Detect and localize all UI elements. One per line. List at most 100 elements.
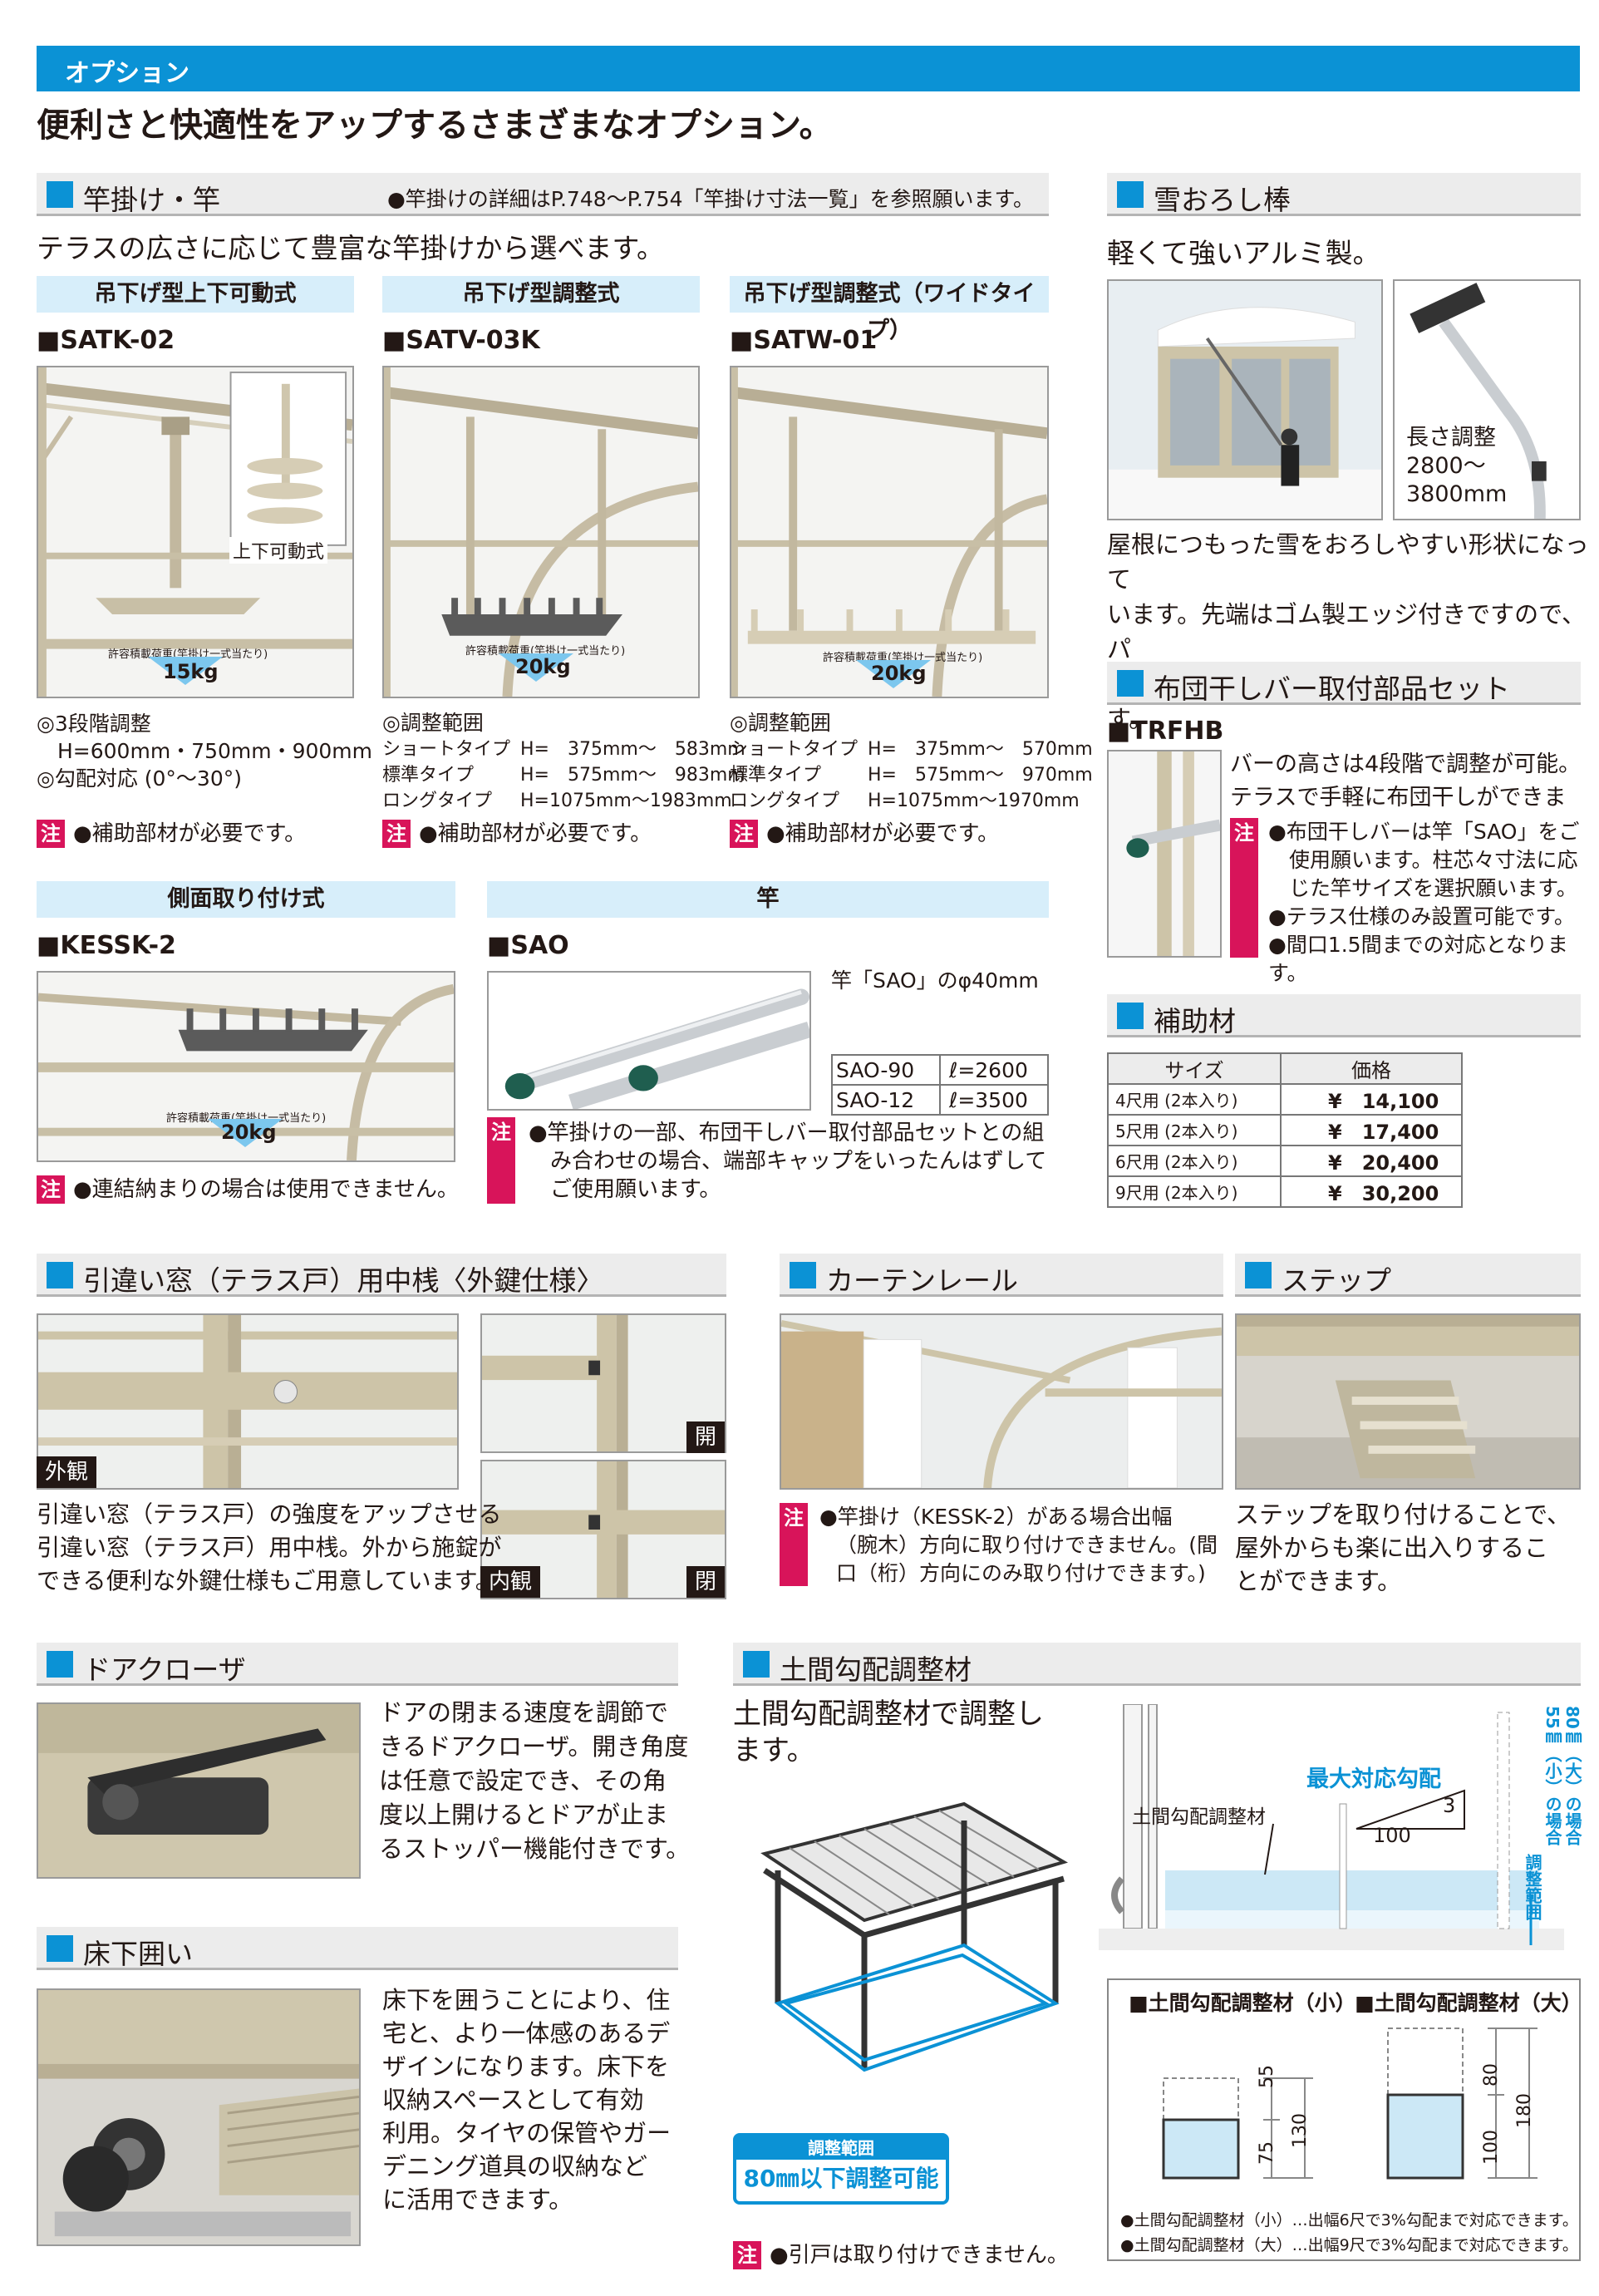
adjust-range-box: 調整範囲 80㎜以下調整可能: [733, 2133, 949, 2205]
photo-snow-removal: [1107, 279, 1383, 520]
large-dim: 180: [1514, 2093, 1535, 2128]
door-header: ドアクローザ: [37, 1643, 678, 1686]
square-icon: [47, 1651, 73, 1678]
product-photo-satk02: [37, 366, 354, 698]
doma-lead: 土間勾配調整材で調整し ます。: [733, 1697, 1044, 1767]
load-caption: 許容積載荷重(竿掛け一式当たり): [108, 648, 268, 661]
square-icon: [1245, 1262, 1272, 1288]
kessk2-note: 注●連結納まりの場合は使用できません。: [37, 1175, 459, 1204]
futon-notes: ●布団干しバーは竿「SAO」をご 使用願います。柱芯々寸法に応 じた竿サイズを選…: [1268, 820, 1580, 985]
step-body: ステップを取り付けることで、 屋外からも楽に出入りするこ とができます。: [1235, 1500, 1571, 1595]
doma-header: 土間勾配調整材: [733, 1643, 1581, 1686]
photo-tag: 上下可動式: [229, 537, 328, 564]
category-label: 竿: [487, 881, 1049, 918]
photo-curtain-rail: [780, 1313, 1223, 1490]
table-row: 9尺用 (2本入り)¥ 30,200: [1107, 1175, 1463, 1208]
yuka-body: 床下を囲うことにより、住 宅と、より一体感のあるデ ザインになります。床下を 収…: [382, 1986, 672, 2214]
square-icon: [47, 1935, 73, 1962]
sao-note: ●竿掛けの一部、布団干しバー取付部品セットとの組 み合わせの場合、端部キャップを…: [529, 1121, 1047, 1202]
photo-snow-rake: [1393, 279, 1581, 520]
futon-header: 布団干しバー取付部品セット: [1107, 662, 1581, 705]
satk02-note: 注●補助部材が必要です。: [37, 820, 306, 848]
saokake-reference-note: ●竿掛けの詳細はP.748〜P.754「竿掛け寸法一覧」を参照願います。: [386, 187, 1034, 211]
photo-nakazan-open: [480, 1313, 726, 1453]
category-label: 側面取り付け式: [37, 881, 455, 918]
satv03k-note: 注●補助部材が必要です。: [382, 820, 652, 848]
max-slope-label: 最大対応勾配: [1306, 1766, 1441, 1792]
inside-tag: 内観: [480, 1566, 541, 1598]
caution-mark: 注: [487, 1117, 515, 1147]
model-code: ■SATV-03K: [382, 326, 540, 355]
doma-warn: 注●引戸は取り付けできません。: [733, 2241, 1069, 2269]
hojo-price-table: サイズ価格 4尺用 (2本入り)¥ 14,100 5尺用 (2本入り)¥ 17,…: [1107, 1052, 1463, 1208]
product-photo-satw01: [730, 366, 1049, 698]
table-row: 4尺用 (2本入り)¥ 14,100: [1107, 1083, 1463, 1116]
caution-mark: 注: [37, 820, 65, 848]
caution-mark: 注: [780, 1503, 808, 1533]
slope-vertical: 3: [1443, 1794, 1456, 1817]
square-icon: [1117, 670, 1144, 697]
slope-horizontal: 100: [1373, 1824, 1411, 1847]
square-icon: [743, 1651, 770, 1678]
category-label: 吊下げ型上下可動式: [37, 276, 354, 313]
caution-bar: [487, 1147, 515, 1204]
load-value: 15kg: [163, 660, 219, 683]
open-tag: 開: [686, 1421, 726, 1453]
yuka-header: 床下囲い: [37, 1927, 678, 1970]
small-dim: 130: [1290, 2113, 1311, 2148]
door-body: ドアの閉まる速度を調節で きるドアクローザ。開き角度 は任意で設定でき、その角 …: [379, 1698, 691, 1863]
close-tag: 閉: [686, 1566, 726, 1598]
photo-futon-bar: [1107, 750, 1222, 958]
nakazan-body: 引違い窓（テラス戸）の強度をアップさせる 引違い窓（テラス戸）用中桟。外から施錠…: [37, 1500, 502, 1594]
photo-step: [1235, 1313, 1581, 1490]
small-material-label: ■土間勾配調整材（小）: [1129, 1991, 1356, 2015]
yuki-header: 雪おろし棒: [1107, 173, 1581, 216]
load-value: 20kg: [515, 655, 571, 678]
table-row: 5尺用 (2本入り)¥ 17,400: [1107, 1114, 1463, 1146]
sao-desc: 竿「SAO」のφ40mm: [831, 968, 1039, 993]
photo-nakazan-outside: [37, 1313, 459, 1490]
square-icon: [1117, 181, 1144, 208]
large-dim: 80: [1481, 2063, 1502, 2087]
large-dim: 100: [1481, 2130, 1502, 2165]
step-header: ステップ: [1235, 1254, 1581, 1297]
yuki-lead: 軽くて強いアルミ製。: [1107, 237, 1380, 269]
nakazan-header: 引違い窓（テラス戸）用中桟〈外鍵仕様〉: [37, 1254, 726, 1297]
table-header-row: サイズ価格: [1107, 1052, 1463, 1085]
load-value: 20kg: [221, 1121, 277, 1144]
large-material-diagram: [1371, 2012, 1562, 2195]
curtain-note: ●竿掛け（KESSK-2）がある場合出幅 （腕木）方向に取り付けできません。(間…: [819, 1505, 1218, 1585]
category-label: 吊下げ型調整式（ワイドタイプ）: [730, 276, 1049, 343]
product-photo-satv03k: [382, 366, 700, 698]
material-notes: ●土間勾配調整材（小）…出幅6尺で3%勾配まで対応できます。 ●土間勾配調整材（…: [1120, 2211, 1578, 2254]
section-title-bar: オプション: [37, 46, 1580, 91]
caution-mark: 注: [733, 2241, 761, 2269]
table-row: 6尺用 (2本入り)¥ 20,400: [1107, 1145, 1463, 1177]
model-code: ■SATK-02: [37, 326, 175, 355]
square-icon: [1117, 1003, 1144, 1029]
length-label: 長さ調整 2800〜 3800mm: [1406, 425, 1508, 507]
caution-mark: 注: [37, 1175, 65, 1204]
photo-door-closer: [37, 1702, 361, 1879]
caution-mark: 注: [730, 820, 758, 848]
saokake-header: 竿掛け・竿 ●竿掛けの詳細はP.748〜P.754「竿掛け寸法一覧」を参照願いま…: [37, 173, 1049, 216]
hojo-header: 補助材: [1107, 994, 1581, 1037]
square-icon: [47, 1262, 73, 1288]
page-title: オプション: [65, 59, 189, 88]
product-photo-kessk2: [37, 971, 455, 1162]
model-code: ■TRFHB: [1107, 717, 1224, 746]
model-code: ■KESSK-2: [37, 931, 176, 960]
caution-mark: 注: [382, 820, 411, 848]
caution-mark: 注: [1230, 818, 1258, 848]
material-label: 土間勾配調整材: [1132, 1806, 1266, 1828]
caution-bar: [780, 1533, 808, 1586]
vertical-range-labels: 調整範囲 55㎜（小）の場合 80㎜（大）の場合: [1523, 1706, 1582, 1920]
model-code: ■SATW-01: [730, 326, 878, 355]
square-icon: [47, 181, 73, 208]
outside-tag: 外観: [37, 1456, 97, 1488]
satw01-note: 注●補助部材が必要です。: [730, 820, 999, 848]
photo-underfloor: [37, 1988, 361, 2246]
